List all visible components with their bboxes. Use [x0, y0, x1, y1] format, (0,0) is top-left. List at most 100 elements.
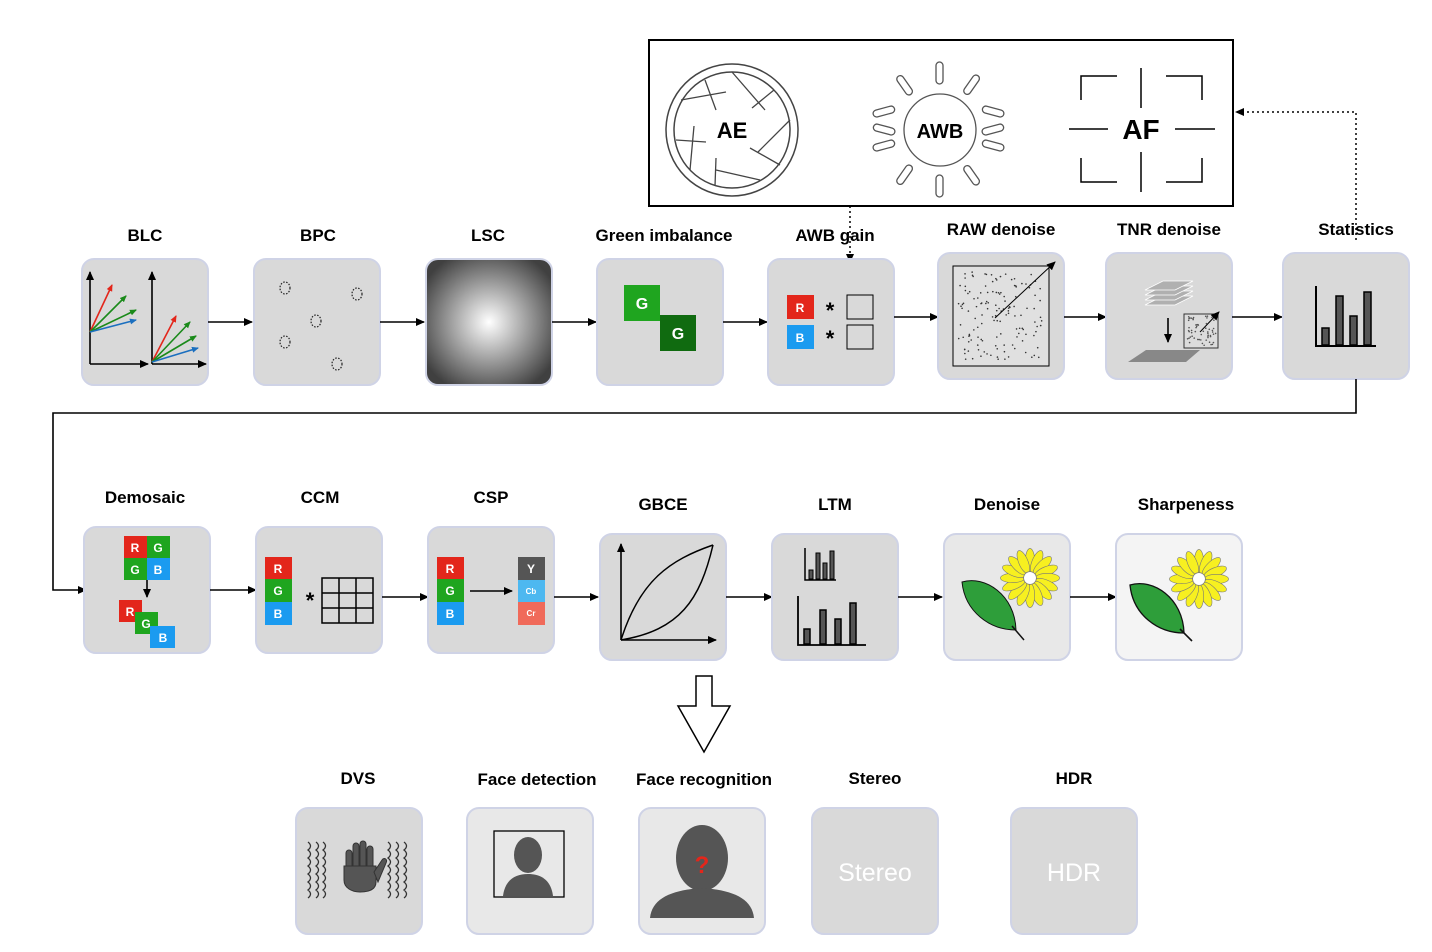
r-glyph: R: [796, 301, 805, 315]
bad-pixel-icon: [279, 281, 363, 371]
noise-dot: [977, 336, 979, 338]
noise-dot: [976, 326, 979, 329]
multiply-glyph: *: [826, 298, 835, 323]
b-glyph: B: [154, 563, 163, 577]
wave-line: [314, 841, 320, 899]
flower-icon: [1169, 549, 1229, 609]
noise-dot: [1192, 318, 1194, 321]
noise-dot: [1016, 336, 1018, 338]
noise-dot: [1187, 319, 1190, 322]
noise-dot: [1214, 332, 1217, 335]
g-glyph: G: [672, 326, 684, 343]
noise-dot: [1034, 294, 1036, 297]
noise-dot: [1212, 333, 1215, 335]
aperture-icon: [665, 63, 799, 197]
noise-dot: [994, 344, 997, 347]
awb-gain-node: R B * *: [767, 258, 895, 386]
noise-dot: [1188, 330, 1190, 333]
noise-dot: [1204, 315, 1207, 318]
noise-dot: [1190, 317, 1193, 319]
noise-dot: [967, 341, 970, 343]
noise-dot: [964, 358, 967, 360]
noise-dot: [971, 274, 974, 277]
noise-dot: [1206, 317, 1208, 319]
noise-dot: [1207, 332, 1209, 335]
noise-dot: [1205, 339, 1208, 341]
noise-dot: [1036, 346, 1039, 349]
noise-dot: [990, 274, 993, 276]
noise-dot: [1015, 286, 1018, 288]
noise-dot: [1033, 334, 1035, 337]
face-recognition-label: Face recognition: [636, 770, 772, 789]
focus-icon: [1069, 68, 1215, 192]
noise-dot: [1211, 343, 1214, 346]
noise-dot: [1011, 344, 1014, 346]
bar-chart-icon: [797, 596, 866, 646]
noise-dot: [1203, 344, 1205, 347]
noise-dot: [1034, 321, 1036, 323]
noise-dot: [960, 305, 962, 308]
noise-dot: [1190, 331, 1193, 334]
noise-dot: [968, 334, 971, 337]
noise-dot: [984, 273, 986, 275]
sharpeness-node: [1115, 533, 1243, 661]
noise-dot: [1039, 324, 1042, 327]
flower-icon: [1000, 548, 1060, 608]
noise-dot: [970, 339, 973, 341]
noise-dot: [957, 302, 960, 305]
r-glyph: R: [274, 562, 283, 576]
noise-dot: [1022, 328, 1025, 331]
green-imbalance-node: G G: [596, 258, 724, 386]
b-glyph: B: [796, 331, 805, 345]
noise-dot: [1211, 331, 1214, 333]
ltm-label: LTM: [818, 495, 852, 514]
noise-dot: [967, 292, 969, 295]
lsc-label: LSC: [471, 226, 505, 245]
noise-dot: [991, 316, 994, 318]
noise-dot: [1207, 331, 1209, 333]
wave-line: [306, 841, 312, 899]
noise-dot: [1194, 330, 1197, 333]
tnr-denoise-label: TNR denoise: [1117, 220, 1221, 239]
noise-dot: [1208, 328, 1211, 331]
noise-dot: [973, 329, 975, 331]
cb-glyph: Cb: [526, 587, 537, 596]
noise-dot: [1018, 327, 1021, 330]
noise-dot: [995, 304, 997, 306]
stereo-icon-text: Stereo: [838, 859, 912, 887]
noise-dot: [1213, 319, 1215, 321]
noise-dot: [1212, 327, 1215, 330]
noise-dot: [1206, 315, 1209, 317]
noise-dot: [1013, 305, 1015, 308]
noise-dot: [964, 289, 967, 292]
dvs-node: [295, 807, 423, 935]
noise-dot: [1195, 325, 1198, 328]
noise-dot: [1010, 278, 1013, 281]
noise-dot: [1188, 337, 1190, 340]
noise-dot: [973, 297, 975, 300]
noise-dot: [1189, 336, 1192, 338]
noise-dot: [1020, 314, 1022, 317]
noise-dot: [998, 307, 1000, 310]
hdr-icon-text: HDR: [1047, 859, 1101, 887]
face-detection-node: [466, 807, 594, 935]
raw-denoise-node: [937, 252, 1065, 380]
noise-dot: [997, 291, 1000, 294]
noise-dot: [1193, 337, 1196, 339]
noise-dot: [974, 317, 977, 320]
bar-chart-icon: [1315, 286, 1376, 347]
sharpeness-label: Sharpeness: [1138, 495, 1234, 514]
noise-dot: [1003, 350, 1006, 353]
noise-dot: [1007, 312, 1010, 315]
face-recognition-node: ?: [638, 807, 766, 935]
flower-center: [1023, 571, 1037, 585]
question-glyph: ?: [695, 852, 710, 879]
noise-dot: [1201, 342, 1204, 345]
noise-dot: [1031, 356, 1033, 359]
leaf-icon: [1129, 583, 1193, 642]
downstream-arrow: [676, 675, 732, 754]
g-glyph: G: [130, 563, 139, 577]
noise-dot: [962, 302, 965, 305]
noise-dot: [985, 273, 988, 276]
sun-icon: [872, 61, 1005, 198]
